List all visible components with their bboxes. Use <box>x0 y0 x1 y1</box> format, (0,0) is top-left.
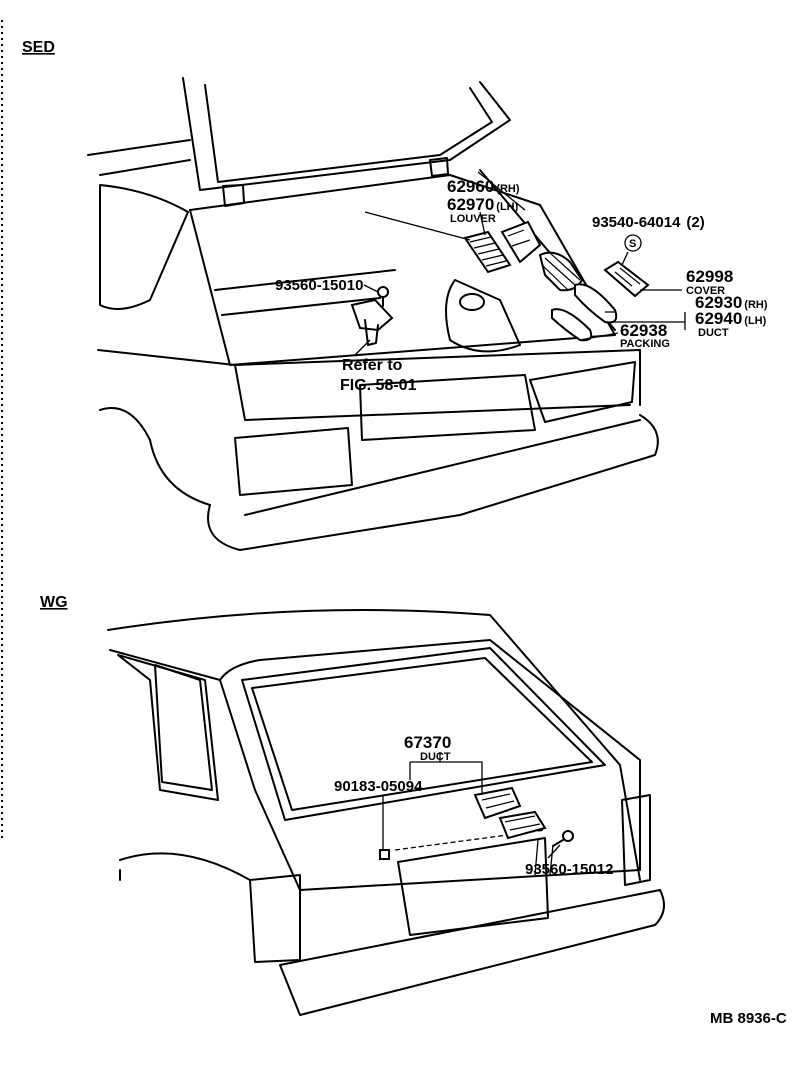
label-cover-no: 62998 <box>686 267 733 286</box>
label-wg-duct-name: DUCT <box>420 751 451 763</box>
wg-taillight-right <box>621 794 651 886</box>
rear-glass <box>241 647 606 821</box>
label-wg-duct-no: 67370 <box>404 733 451 752</box>
wg-clip-part <box>379 849 390 860</box>
wg-screw-part <box>552 830 574 847</box>
clip-part-sed <box>350 286 394 346</box>
label-screw-top: 93540-64014(2) <box>592 214 705 231</box>
license-area <box>359 374 536 441</box>
tailgate <box>219 639 641 891</box>
taillight-left <box>234 427 353 496</box>
wg-taillight-left <box>249 874 301 963</box>
wg-duct-part <box>473 786 547 840</box>
label-louver-name: LOUVER <box>450 213 496 225</box>
label-packing-no: 62938 <box>620 321 667 340</box>
label-louver-lh: 62970(LH) <box>447 195 519 214</box>
label-louver-rh: 62960(RH) <box>447 177 520 196</box>
cover-part <box>603 260 650 298</box>
louver-part <box>463 230 512 274</box>
label-duct-lh: 62940(LH) <box>695 309 767 328</box>
section-label-wg: WG <box>40 594 68 611</box>
label-cover-name: COVER <box>686 285 725 297</box>
label-clip-sed: 93560-15010 <box>275 277 363 294</box>
label-screw-symbol: S <box>629 238 636 250</box>
footer-code: MB 8936-C <box>710 1010 787 1027</box>
trunk-lid-inner <box>204 84 493 183</box>
label-duct-name: DUCT <box>698 327 729 339</box>
label-refer-line2: FIG. 58-01 <box>340 377 417 394</box>
wheel-arch <box>99 407 211 506</box>
screw-symbol-circle <box>624 234 642 252</box>
rear-panel-top <box>97 349 631 421</box>
wg-side-window <box>117 654 219 801</box>
trunk-opening <box>189 174 616 336</box>
wagon-view <box>107 609 665 1016</box>
wg-bumper <box>279 889 665 1016</box>
section-label-sed: SED <box>22 39 55 56</box>
wg-leaders <box>382 752 561 876</box>
wg-license-area <box>397 837 549 936</box>
sed-leaders <box>354 171 686 356</box>
rear-bumper <box>207 414 659 551</box>
label-packing-name: PACKING <box>620 338 670 350</box>
sedan-view <box>87 77 686 551</box>
trunk-lid-outer <box>182 77 511 191</box>
spare-well <box>445 279 521 353</box>
label-wg-screw: 93560-15012 <box>525 861 613 878</box>
hinge-right <box>429 157 449 177</box>
duct-part <box>500 220 618 324</box>
label-duct-rh: 62930(RH) <box>695 293 768 312</box>
side-window <box>99 184 189 310</box>
taillight-right <box>529 361 636 423</box>
label-refer-line1: Refer to <box>342 357 403 374</box>
label-wg-clip: 90183-05094 <box>334 778 423 795</box>
packing-part <box>551 308 593 342</box>
